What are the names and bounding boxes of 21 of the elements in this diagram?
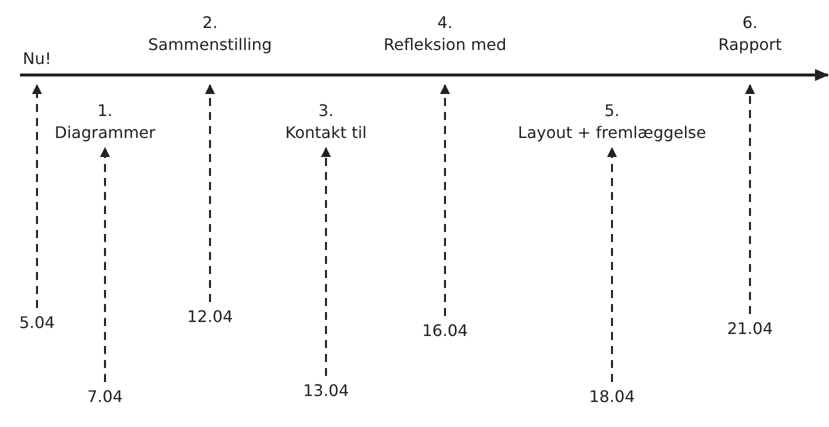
event-label: Nu! — [22, 48, 52, 70]
dashed-arrow — [205, 84, 215, 302]
date-label: 18.04 — [589, 386, 635, 408]
dashed-arrow — [440, 84, 450, 316]
event-label: 1. Diagrammer — [54, 100, 156, 144]
event-label: 6. Rapport — [718, 12, 782, 56]
dashed-arrow — [32, 84, 42, 308]
date-label: 5.04 — [19, 312, 55, 334]
dashed-arrow — [745, 84, 755, 314]
event-label: 4. Refleksion med — [384, 12, 506, 56]
event-label: 3. Kontakt til — [285, 100, 367, 144]
date-label: 13.04 — [303, 380, 349, 402]
date-label: 12.04 — [187, 306, 233, 328]
date-label: 7.04 — [87, 386, 123, 408]
event-label: 5. Layout + fremlæggelse — [518, 100, 706, 144]
date-label: 21.04 — [727, 318, 773, 340]
event-label: 2. Sammenstilling — [148, 12, 272, 56]
dashed-arrow — [100, 147, 110, 382]
dashed-arrow — [607, 147, 617, 382]
dashed-arrow — [321, 147, 331, 376]
date-label: 16.04 — [422, 320, 468, 342]
